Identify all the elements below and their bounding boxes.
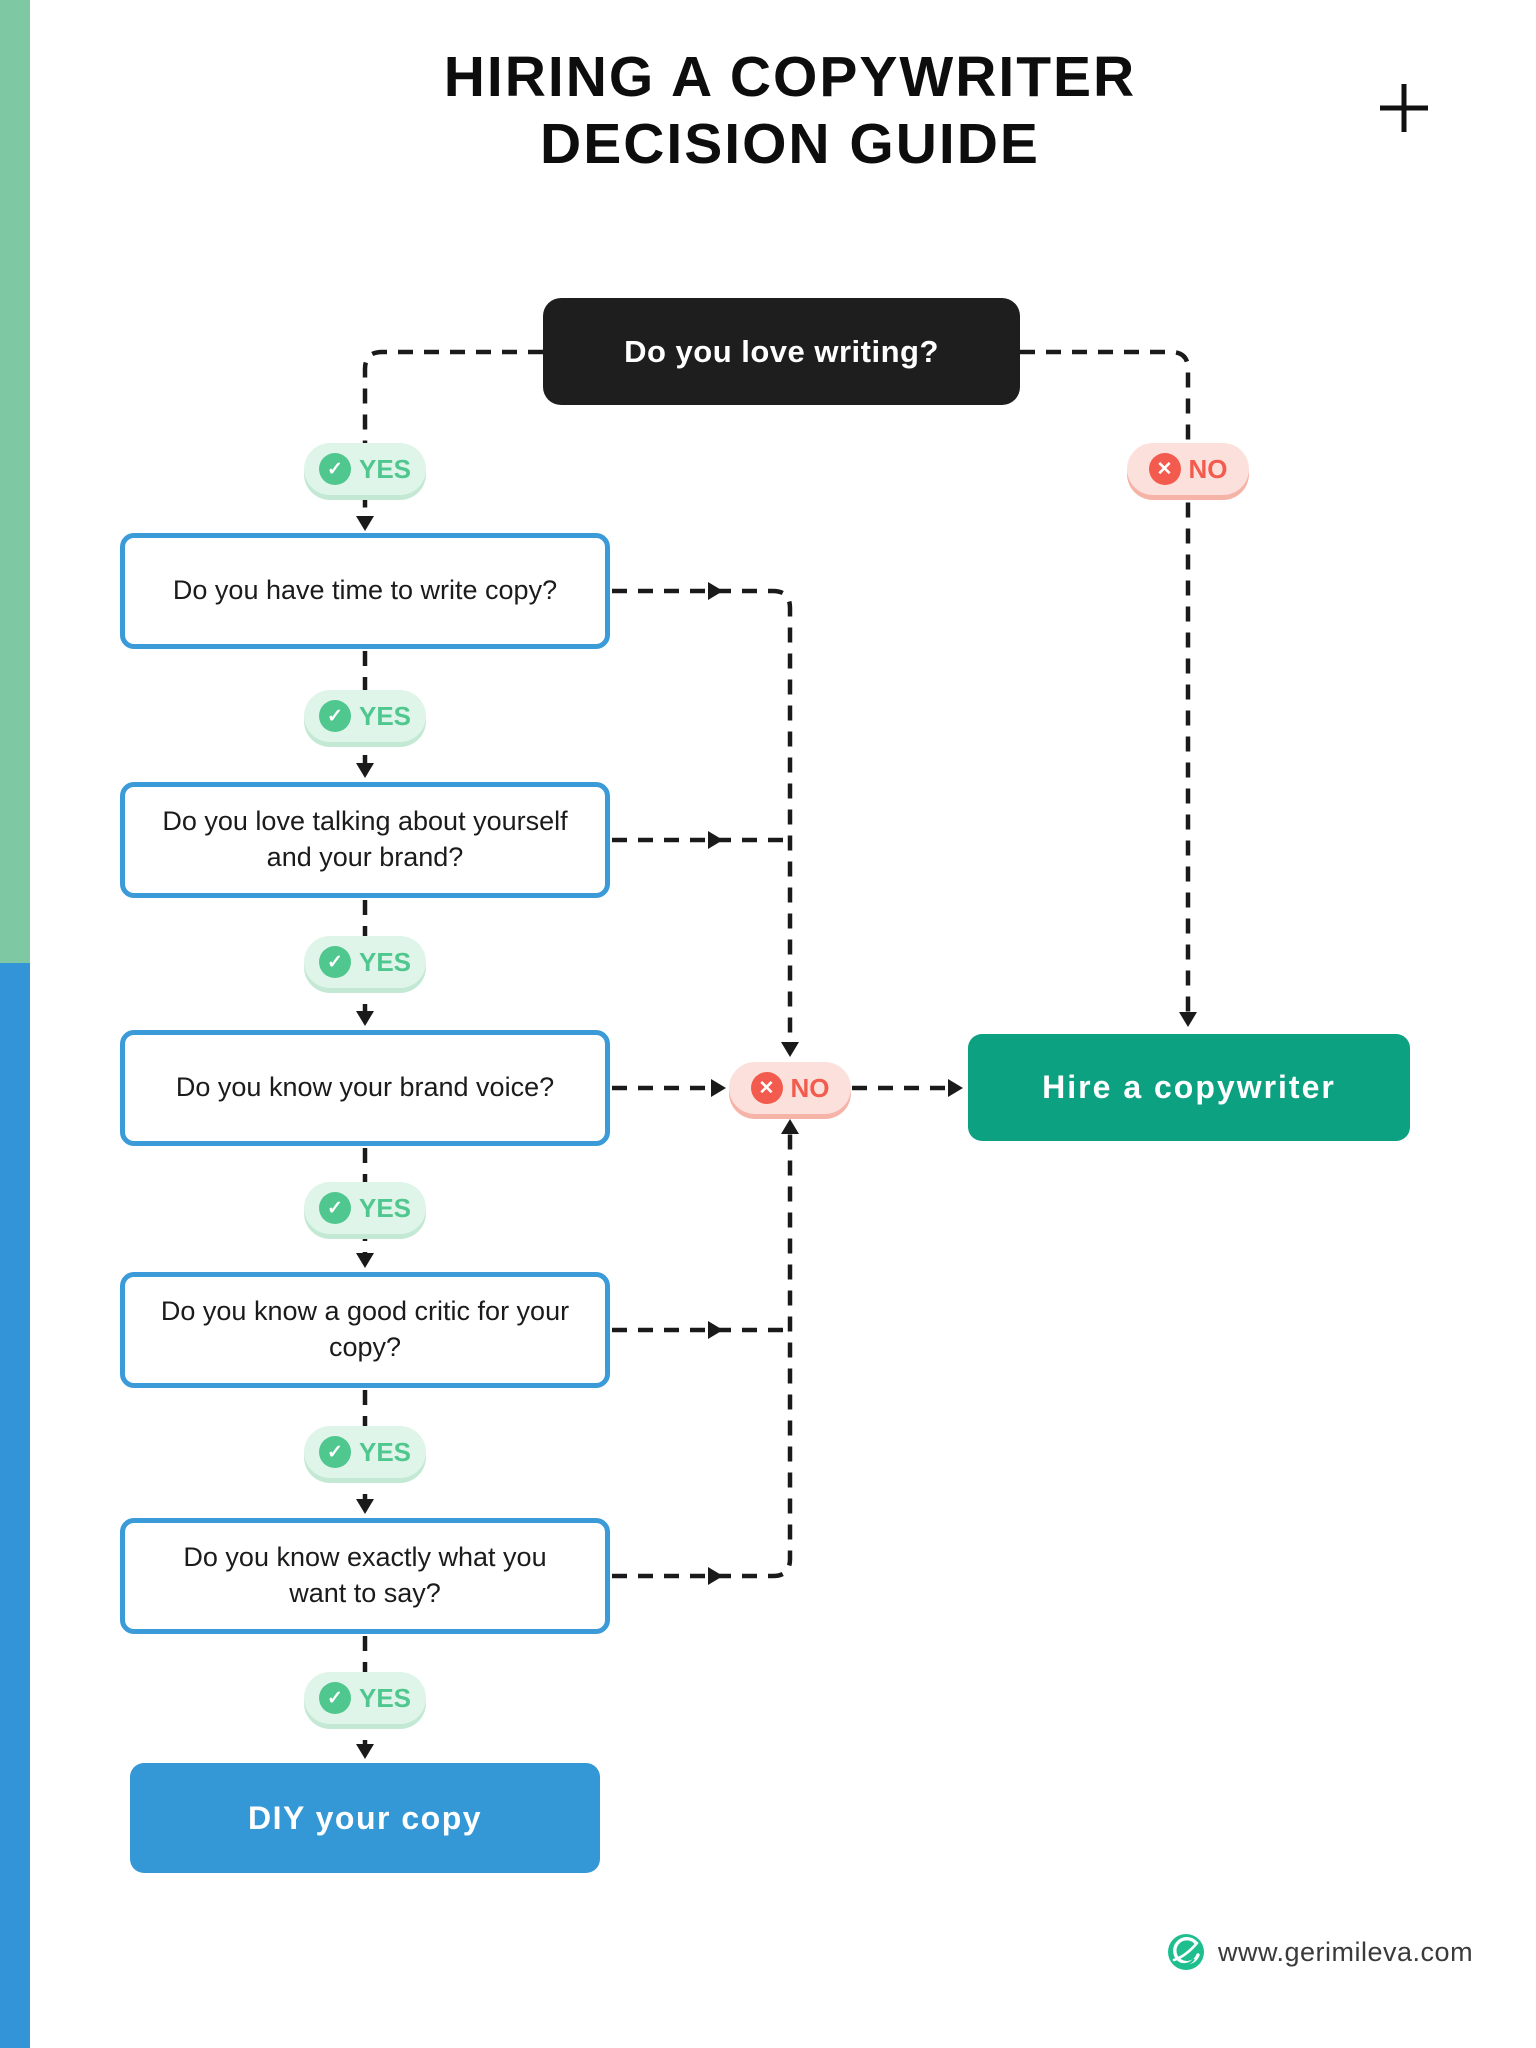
question-box-1: Do you have time to write copy? — [120, 533, 610, 649]
arrowheads — [356, 516, 1197, 1759]
yes-badge-4: ✓ YES — [304, 1182, 426, 1234]
question-box-4: Do you know a good critic for your copy? — [120, 1272, 610, 1388]
check-icon: ✓ — [318, 1436, 351, 1468]
path-q5-no — [612, 1128, 793, 1579]
yes-label: YES — [358, 453, 412, 484]
yes-badge-3: ✓ YES — [304, 936, 426, 988]
yes-label: YES — [358, 700, 412, 731]
no-badge-center: ✕ NO — [729, 1062, 851, 1114]
no-label: NO — [1188, 453, 1228, 484]
yes-label: YES — [358, 1436, 412, 1467]
check-icon: ✓ — [318, 946, 351, 978]
path-root-yes — [362, 349, 543, 522]
yes-label: YES — [358, 946, 412, 977]
no-badge-top: ✕ NO — [1127, 443, 1249, 495]
left-stripe-blue — [0, 963, 30, 2048]
title-line-2: DECISION GUIDE — [540, 112, 1040, 177]
question-box-3: Do you know your brand voice? — [120, 1030, 610, 1146]
left-stripe-green — [0, 0, 30, 963]
yes-badge-1: ✓ YES — [304, 443, 426, 495]
path-q1-no — [612, 588, 793, 1048]
check-icon: ✓ — [318, 700, 351, 732]
check-icon: ✓ — [318, 453, 351, 485]
gerimileva-logo — [1168, 1934, 1204, 1970]
title-line-1: HIRING A COPYWRITER — [443, 45, 1137, 109]
yes-badge-6: ✓ YES — [304, 1672, 426, 1724]
plus-icon — [1380, 84, 1428, 132]
outcome-hire-box: Hire a copywriter — [968, 1034, 1410, 1141]
check-icon: ✓ — [318, 1682, 351, 1714]
page-title: HIRING A COPYWRITER DECISION GUIDE — [30, 44, 1536, 179]
no-label: NO — [790, 1072, 830, 1103]
yes-label: YES — [358, 1192, 412, 1223]
question-box-2: Do you love talking about yourself and y… — [120, 782, 610, 898]
x-icon: ✕ — [1148, 453, 1181, 485]
yes-badge-5: ✓ YES — [304, 1426, 426, 1478]
footer: www.gerimileva.com — [1166, 1930, 1473, 1974]
check-icon: ✓ — [318, 1192, 351, 1224]
outcome-diy-box: DIY your copy — [130, 1763, 600, 1873]
yes-badge-2: ✓ YES — [304, 690, 426, 742]
root-question-box: Do you love writing? — [543, 298, 1020, 405]
yes-label: YES — [358, 1682, 412, 1713]
x-icon: ✕ — [750, 1072, 783, 1104]
question-box-5: Do you know exactly what you want to say… — [120, 1518, 610, 1634]
footer-website: www.gerimileva.com — [1218, 1936, 1474, 1967]
path-root-no — [1020, 349, 1191, 1018]
